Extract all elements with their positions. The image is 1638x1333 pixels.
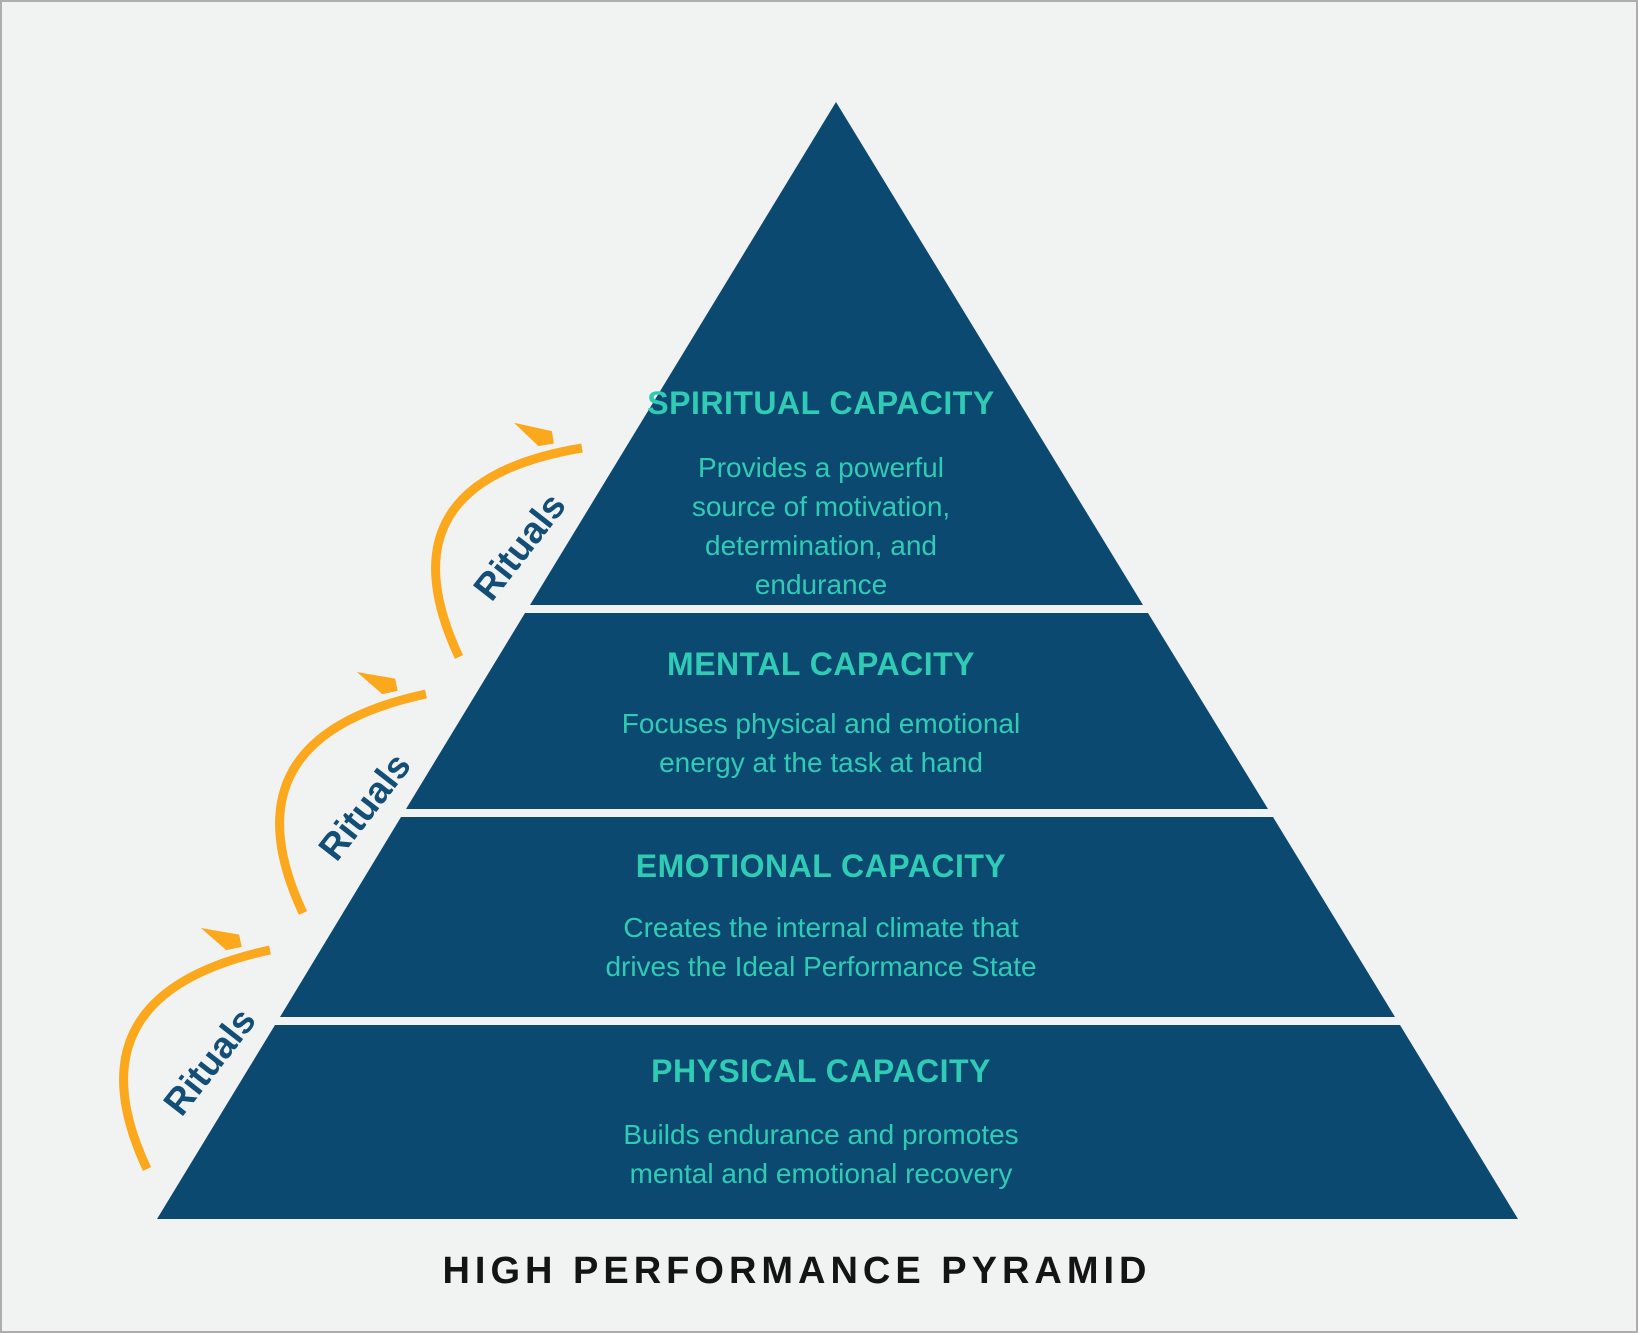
tier-description-physical: Builds endurance and promotes mental and… [623, 1119, 1019, 1189]
tier-shape-physical [157, 1025, 1518, 1219]
diagram-title: HIGH PERFORMANCE PYRAMID [442, 1250, 1152, 1292]
tier-shape-mental [406, 613, 1268, 809]
tier-title-physical: PHYSICAL CAPACITY [651, 1053, 991, 1089]
tier-title-spiritual: SPIRITUAL CAPACITY [647, 385, 995, 421]
tier-title-emotional: EMOTIONAL CAPACITY [635, 848, 1007, 884]
tier-description-mental: Focuses physical and emotional energy at… [621, 708, 1021, 778]
tier-description-emotional: Creates the internal climate that drives… [605, 912, 1037, 982]
tier-shape-spiritual [530, 102, 1143, 605]
ritual-arrow-top [431, 448, 583, 659]
tier-title-mental: MENTAL CAPACITY [667, 646, 975, 682]
ritual-arrow-middle [275, 694, 427, 915]
tier-description-spiritual: Provides a powerful source of motivation… [691, 452, 951, 600]
tier-shape-emotional [280, 817, 1395, 1017]
ritual-arrow-bottom [119, 950, 271, 1171]
